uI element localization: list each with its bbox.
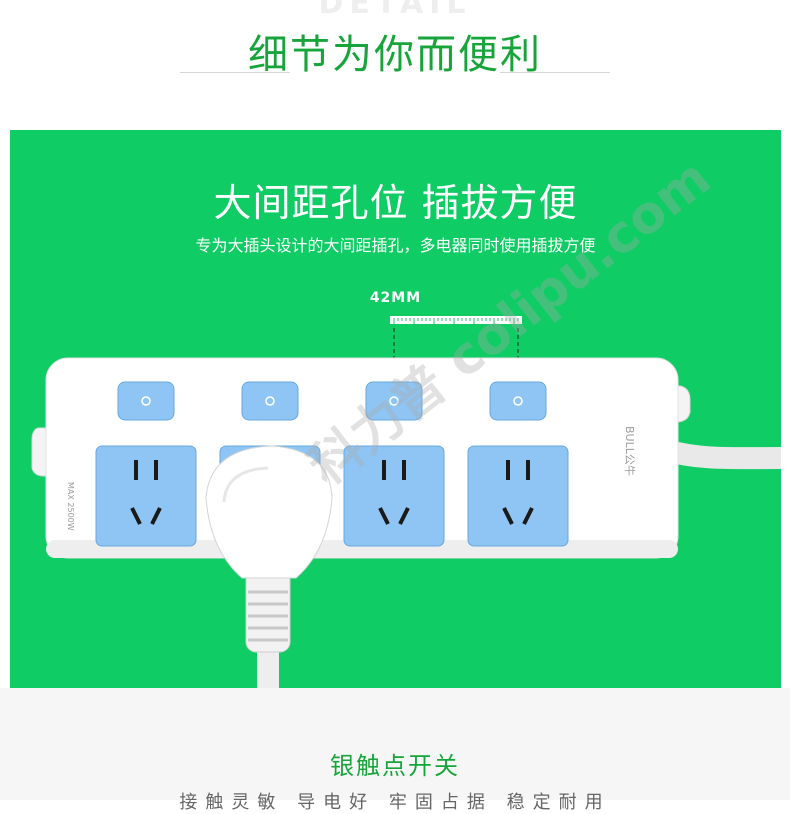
socket-3[interactable]	[343, 445, 445, 547]
brand-text: BULL公牛	[623, 426, 637, 476]
ghost-watermark-text: DETAIL	[318, 0, 472, 21]
power-icon	[141, 396, 151, 406]
page-title: 细节为你而便利	[248, 32, 542, 78]
power-icon	[513, 396, 523, 406]
next-section: 银触点开关 接触灵敏 导电好 牢固占据 稳定耐用	[0, 688, 790, 813]
switch-1[interactable]	[117, 381, 175, 421]
power-icon	[265, 396, 275, 406]
switch-3[interactable]	[365, 381, 423, 421]
power-cable	[661, 439, 781, 470]
socket-4[interactable]	[467, 445, 569, 547]
feature-title: 大间距孔位 插拔方便	[213, 181, 578, 225]
switch-4[interactable]	[489, 381, 547, 421]
max-rating-text: MAX 2500W	[66, 482, 75, 531]
measurement-label: 42MM	[369, 290, 422, 306]
inserted-plug	[205, 445, 333, 688]
section-title: 银触点开关	[330, 752, 460, 780]
section-subtitle: 接触灵敏 导电好 牢固占据 稳定耐用	[179, 792, 611, 813]
socket-1[interactable]	[95, 445, 197, 547]
title-divider-left	[180, 72, 290, 73]
feature-banner: 大间距孔位 插拔方便 专为大插头设计的大间距插孔，多电器同时使用插拔方便 42M…	[10, 130, 781, 688]
feature-subtitle: 专为大插头设计的大间距插孔，多电器同时使用插拔方便	[195, 236, 596, 255]
title-divider-right	[500, 72, 610, 73]
power-strip-illustration: MAX 2500W BULL公牛	[31, 316, 781, 688]
power-icon	[389, 396, 399, 406]
switch-2[interactable]	[241, 381, 299, 421]
header-section: DETAIL 细节为你而便利	[0, 0, 790, 130]
